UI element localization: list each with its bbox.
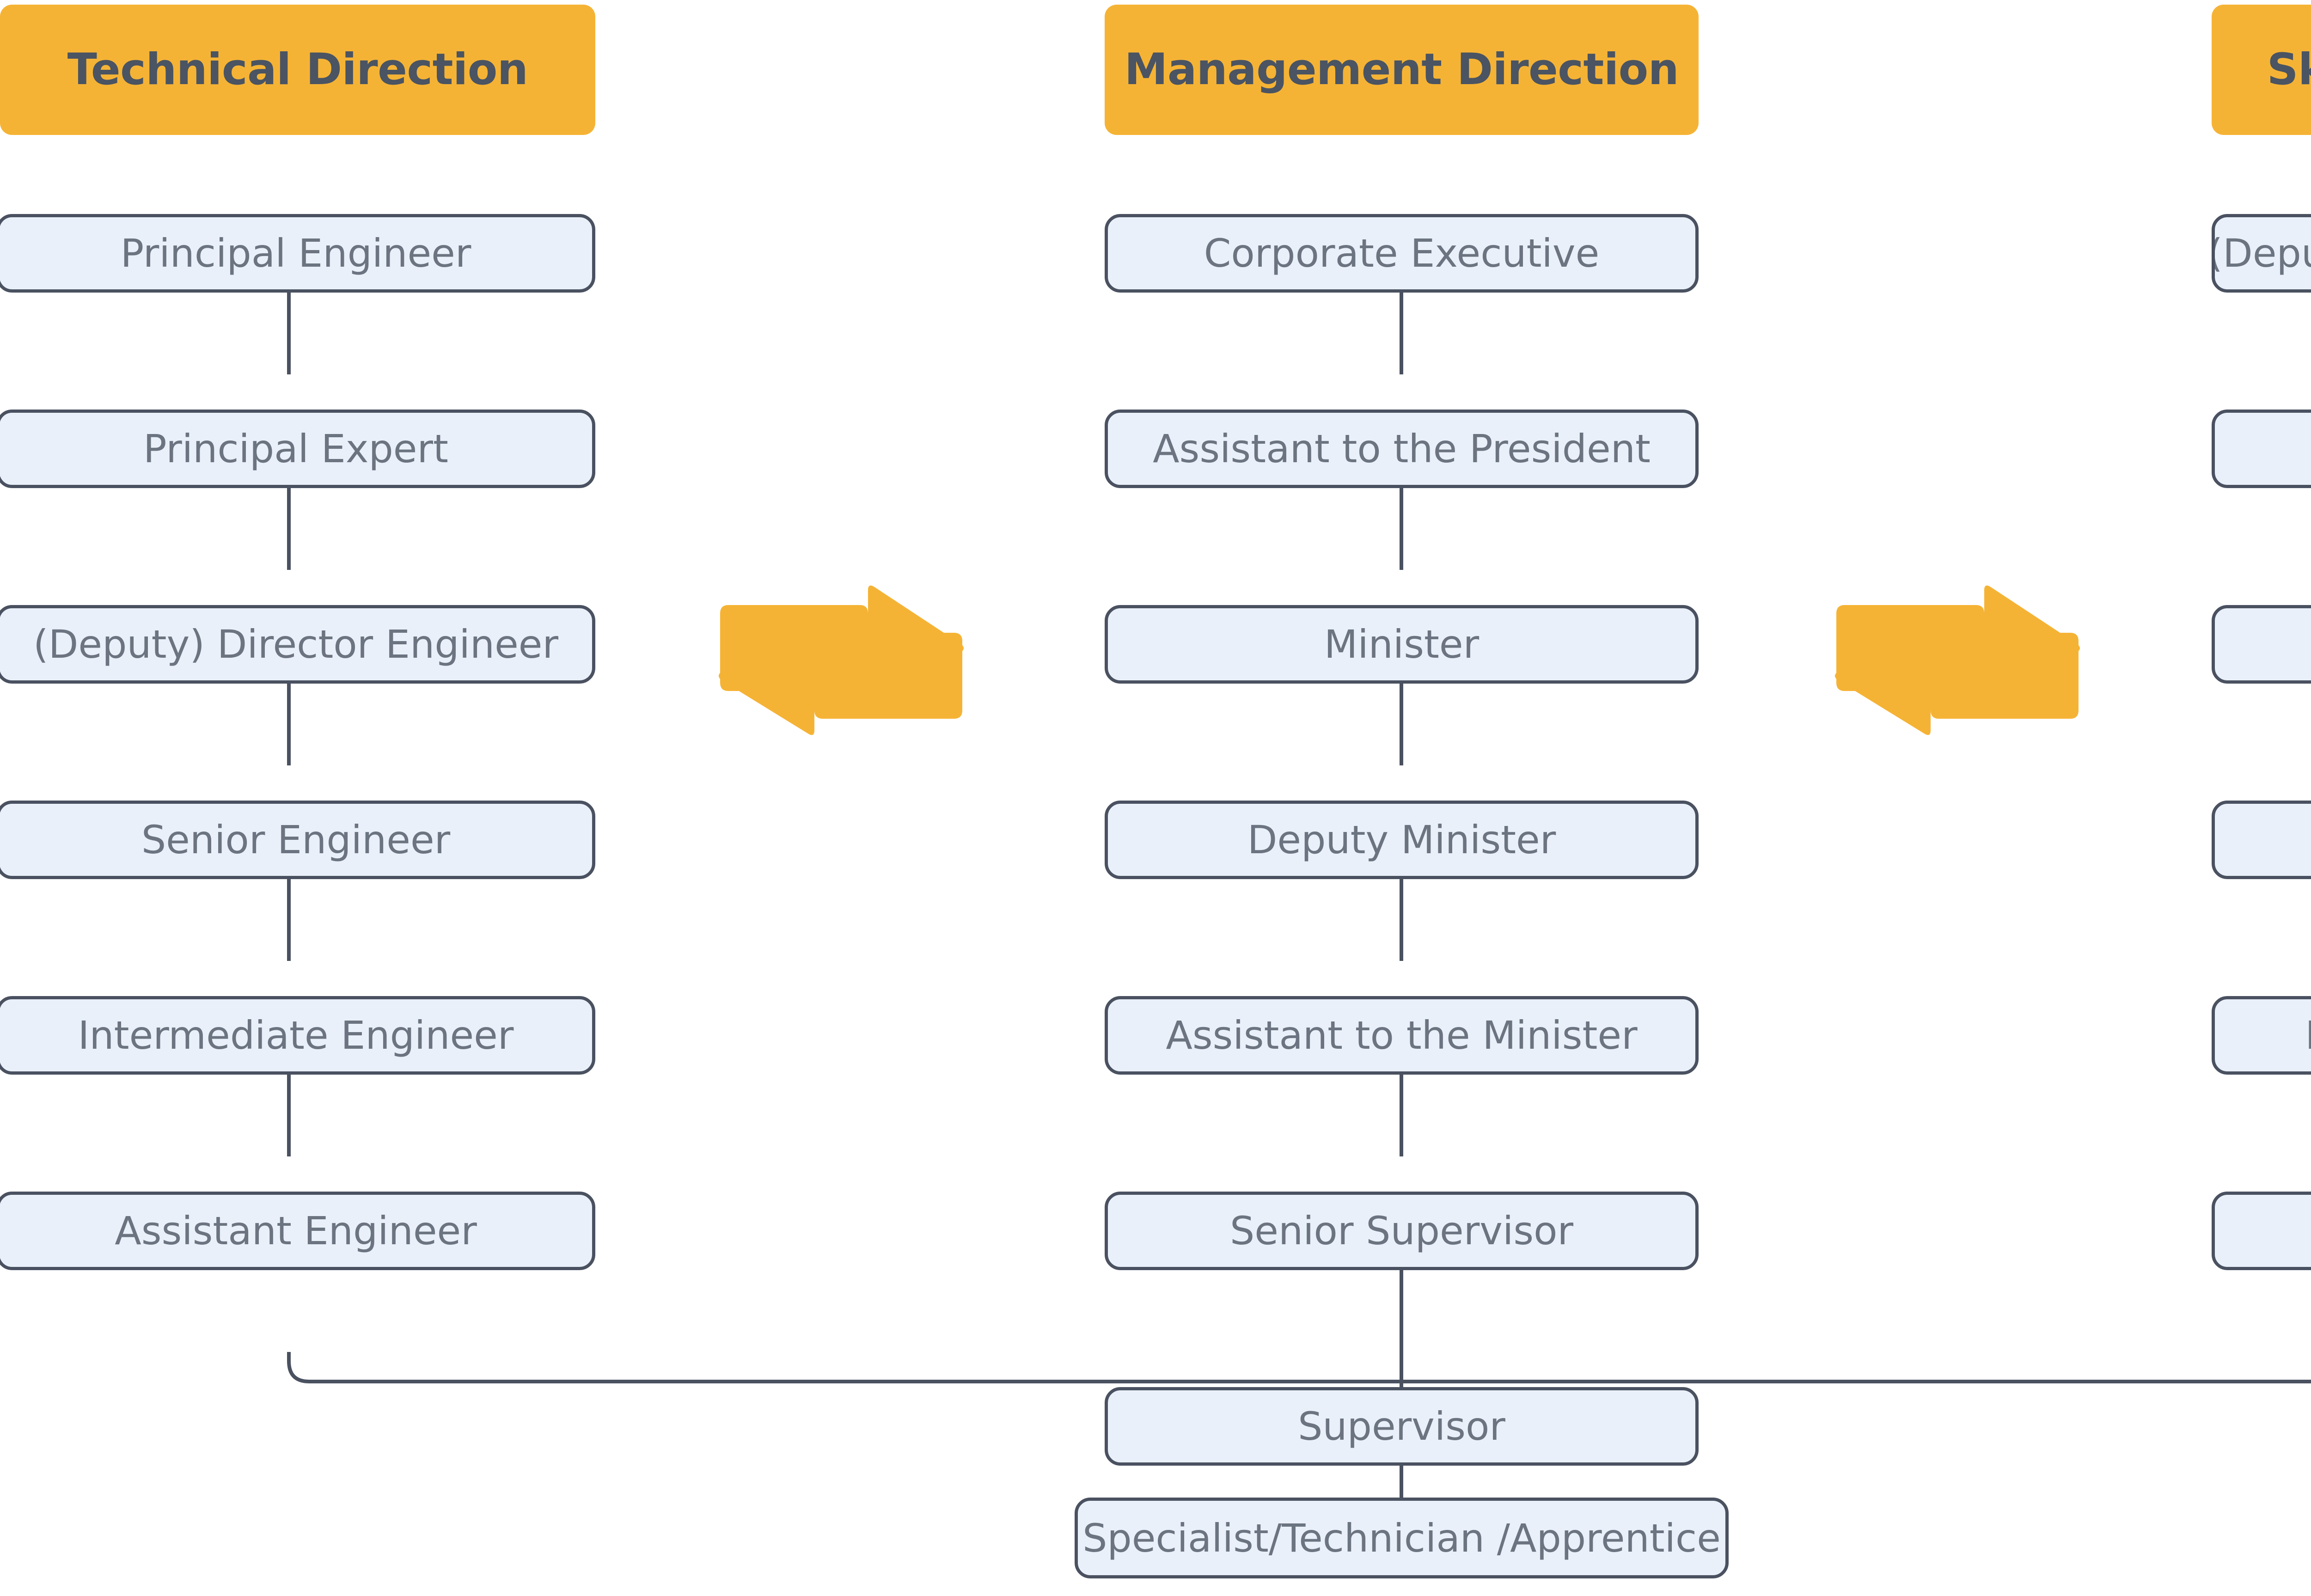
node-management-0[interactable]: Corporate Executive bbox=[1105, 214, 1699, 293]
node-technical-2[interactable]: (Deputy) Director Engineer bbox=[0, 605, 595, 684]
node-label: (Deputy) Supervisor Technician bbox=[2212, 231, 2311, 276]
node-management-2[interactable]: Minister bbox=[1105, 605, 1699, 684]
column-header-management: Management Direction bbox=[1105, 5, 1699, 135]
node-label: Intermediate Laborer bbox=[2305, 1013, 2311, 1058]
node-label: Assistant to the Minister bbox=[1166, 1013, 1638, 1058]
node-technical-4[interactable]: Intermediate Engineer bbox=[0, 996, 595, 1075]
node-technical-5[interactable]: Assistant Engineer bbox=[0, 1192, 595, 1270]
node-label: Principal Engineer bbox=[120, 231, 471, 276]
node-management-3[interactable]: Deputy Minister bbox=[1105, 801, 1699, 879]
arrow-left-icon bbox=[1835, 613, 2079, 735]
node-skill-0[interactable]: (Deputy) Supervisor Technician bbox=[2212, 214, 2311, 293]
node-skill-2[interactable]: Technician bbox=[2212, 605, 2311, 684]
node-label: Corporate Executive bbox=[1204, 231, 1600, 276]
node-label: Minister bbox=[1324, 622, 1480, 667]
node-management-4[interactable]: Assistant to the Minister bbox=[1105, 996, 1699, 1075]
node-skill-3[interactable]: Senior Laborer bbox=[2212, 801, 2311, 879]
node-label: Senior Engineer bbox=[141, 817, 451, 862]
node-label: Deputy Minister bbox=[1247, 817, 1556, 862]
node-label: Intermediate Engineer bbox=[78, 1013, 514, 1058]
node-skill-1[interactable]: Senior Technician bbox=[2212, 410, 2311, 488]
node-technical-3[interactable]: Senior Engineer bbox=[0, 801, 595, 879]
column-header-technical: Technical Direction bbox=[0, 5, 595, 135]
node-technical-0[interactable]: Principal Engineer bbox=[0, 214, 595, 293]
node-management-5[interactable]: Senior Supervisor bbox=[1105, 1192, 1699, 1270]
column-header-technical-label: Technical Direction bbox=[67, 44, 528, 95]
node-label: Assistant Engineer bbox=[115, 1208, 477, 1254]
node-label: Assistant to the President bbox=[1153, 426, 1651, 471]
node-skill-5[interactable]: Junior Laborer bbox=[2212, 1192, 2311, 1270]
node-technical-1[interactable]: Principal Expert bbox=[0, 410, 595, 488]
arrow-left-icon bbox=[719, 613, 962, 735]
transfer-arrows-technical-management[interactable] bbox=[712, 580, 971, 737]
node-label: (Deputy) Director Engineer bbox=[33, 622, 559, 667]
node-label: Specialist/Technician /Apprentice bbox=[1082, 1515, 1721, 1561]
node-label: Supervisor bbox=[1298, 1404, 1505, 1449]
node-label: Principal Expert bbox=[143, 426, 448, 471]
column-header-management-label: Management Direction bbox=[1124, 44, 1679, 95]
column-header-skill: Skill Level Direction bbox=[2212, 5, 2311, 135]
node-skill-4[interactable]: Intermediate Laborer bbox=[2212, 996, 2311, 1075]
node-base-specialist[interactable]: Specialist/Technician /Apprentice bbox=[1075, 1498, 1729, 1578]
node-management-6[interactable]: Supervisor bbox=[1105, 1387, 1699, 1466]
node-label: Senior Supervisor bbox=[1229, 1208, 1574, 1254]
column-header-skill-label: Skill Level Direction bbox=[2267, 44, 2311, 95]
node-management-1[interactable]: Assistant to the President bbox=[1105, 410, 1699, 488]
transfer-arrows-management-skill[interactable] bbox=[1828, 580, 2087, 737]
